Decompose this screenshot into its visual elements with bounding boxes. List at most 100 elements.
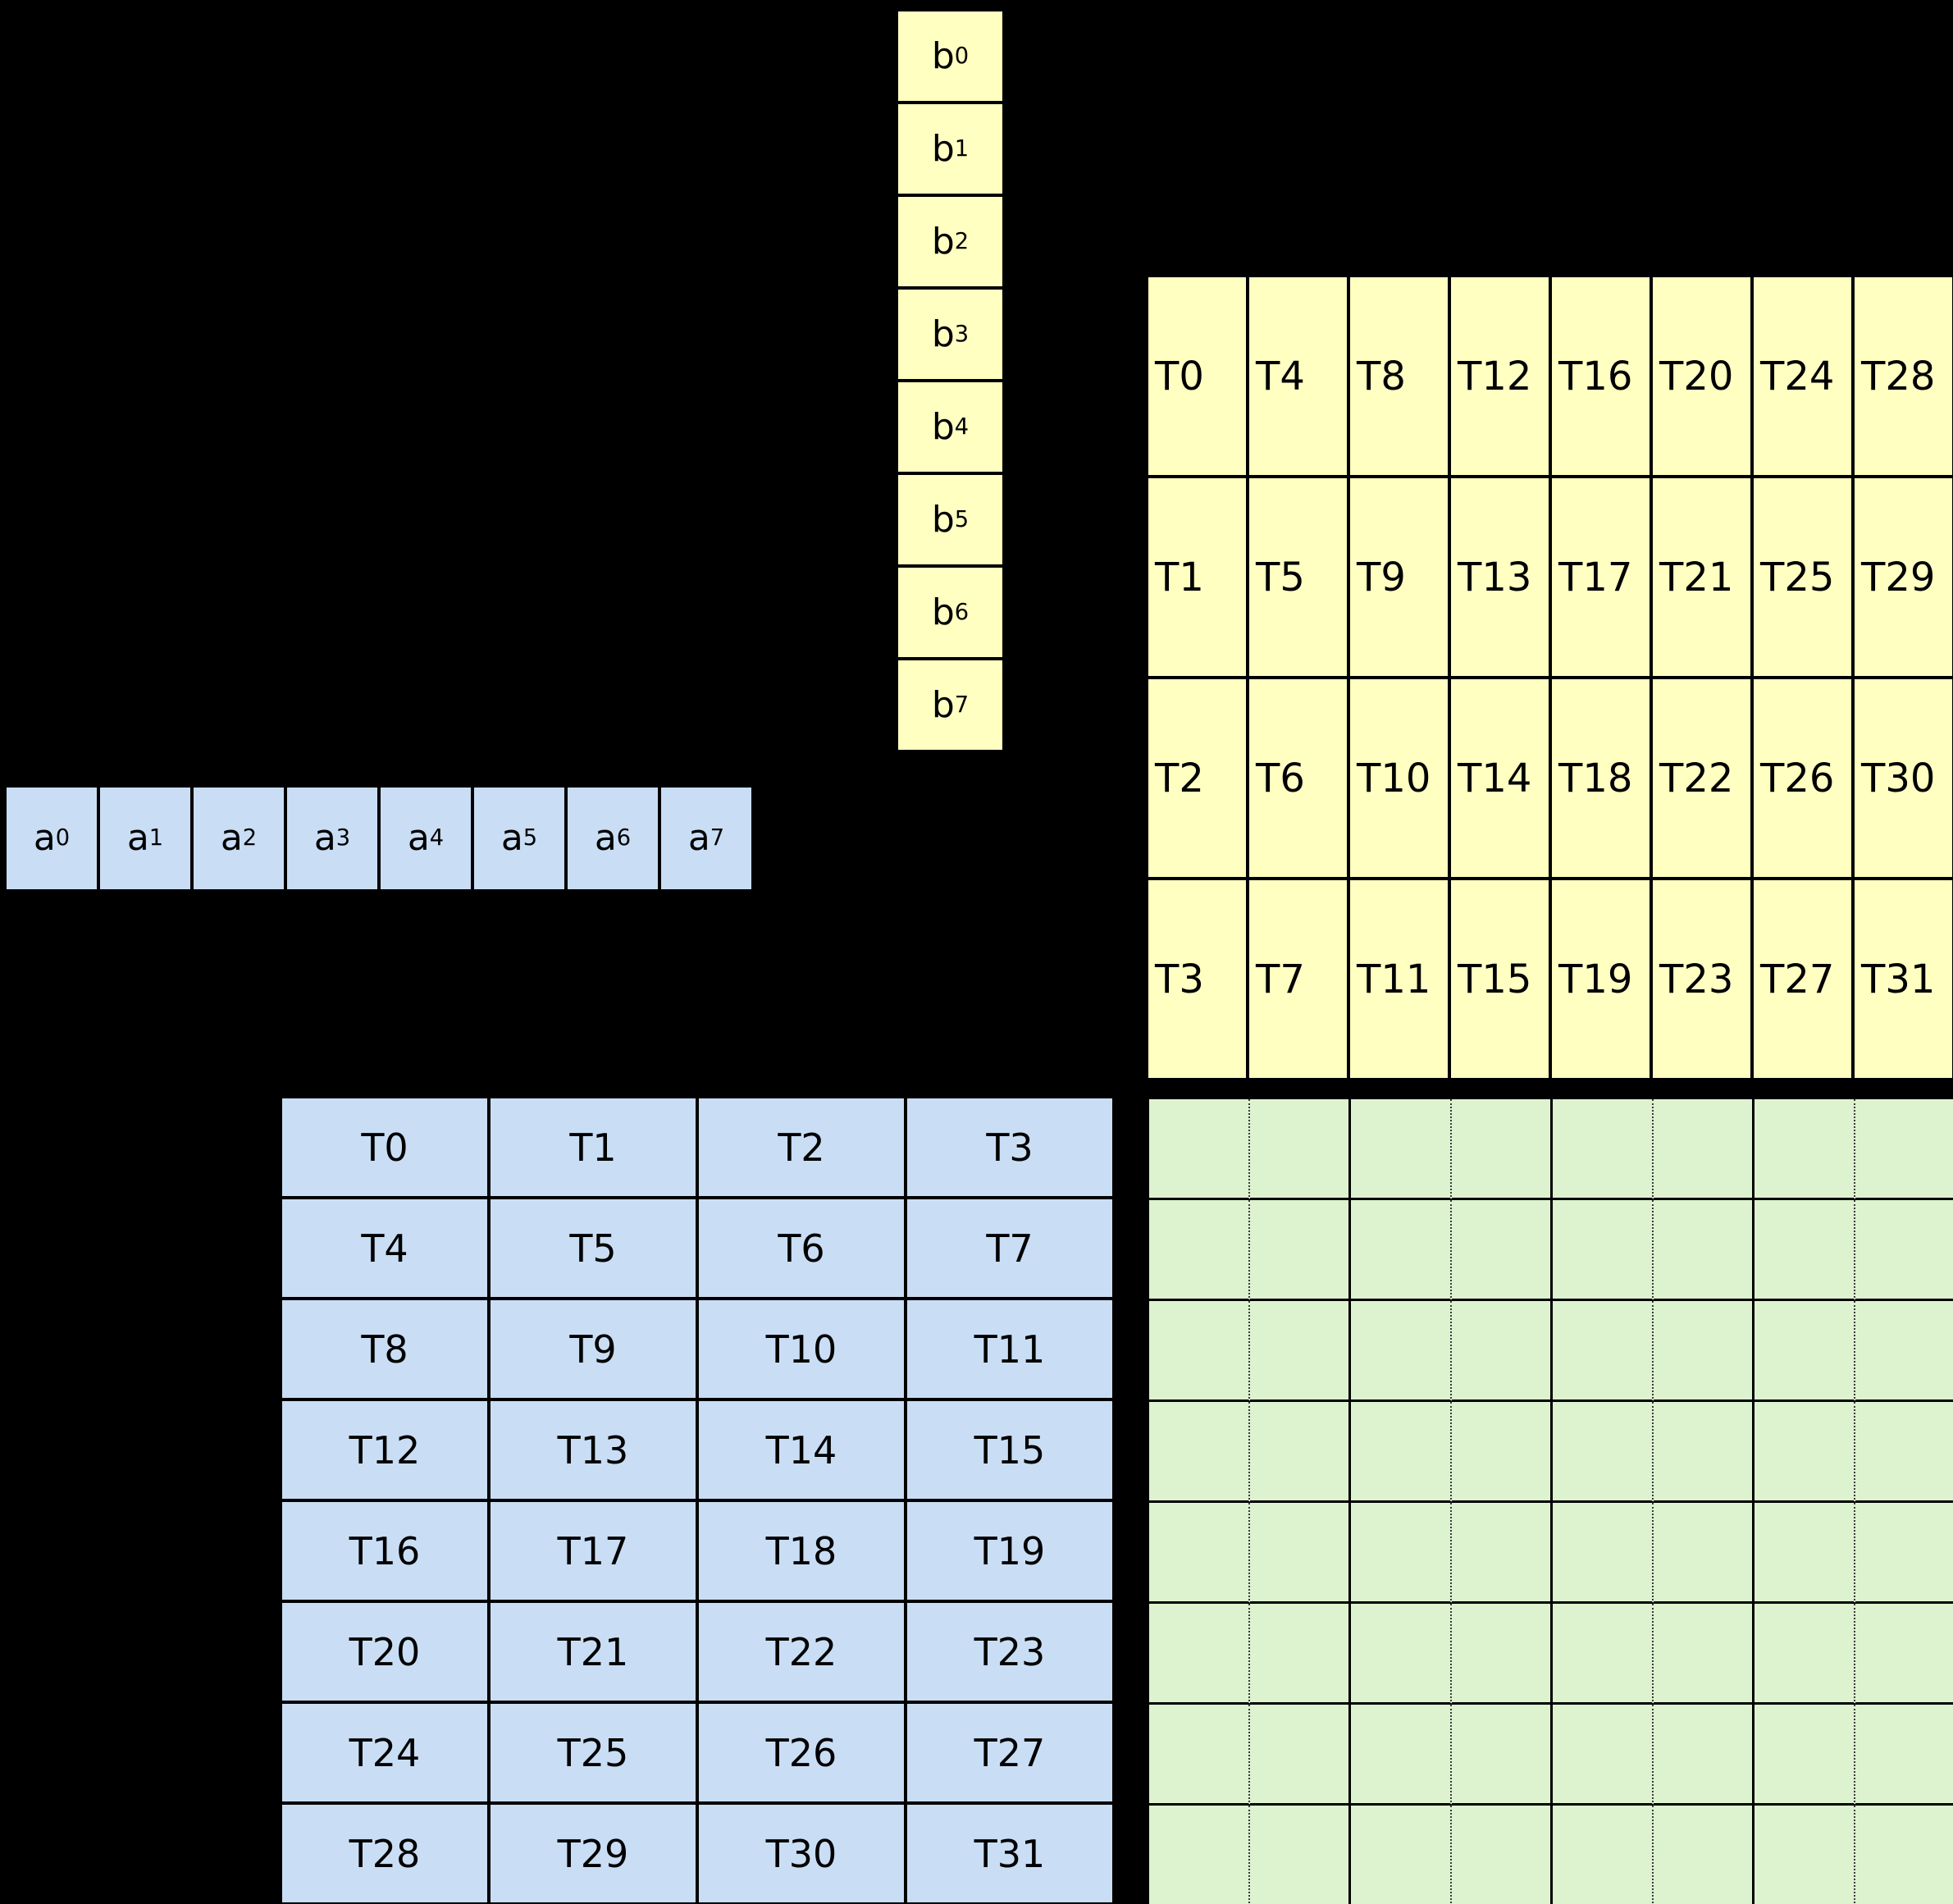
- thread-cell: T10: [1348, 678, 1449, 879]
- thread-cell: T8: [1348, 276, 1449, 477]
- thread-cell: T12: [1449, 276, 1550, 477]
- thread-cell: T1: [489, 1097, 697, 1198]
- result-cell: [1250, 1604, 1351, 1705]
- vector-label-base: b: [931, 220, 955, 263]
- thread-cell: T3: [1147, 879, 1248, 1080]
- result-cell: [1452, 1099, 1553, 1200]
- thread-cell: T7: [1248, 879, 1348, 1080]
- thread-cell: T22: [1651, 678, 1752, 879]
- result-cell: [1654, 1604, 1755, 1705]
- result-cell: [1452, 1301, 1553, 1402]
- vector-label-base: b: [931, 405, 955, 448]
- thread-cell: T7: [906, 1198, 1114, 1299]
- thread-cell: T20: [1651, 276, 1752, 477]
- result-cell: [1855, 1503, 1953, 1604]
- result-cell: [1250, 1099, 1351, 1200]
- result-cell: [1755, 1402, 1855, 1503]
- vector-label-subscript: 3: [954, 321, 970, 347]
- result-cell: [1755, 1099, 1855, 1200]
- thread-cell: T0: [281, 1097, 489, 1198]
- thread-cell: T26: [1752, 678, 1853, 879]
- thread-cell: T9: [489, 1299, 697, 1399]
- thread-cell: T17: [489, 1500, 697, 1601]
- vector-label-base: b: [931, 591, 955, 633]
- vector-label-base: b: [931, 498, 955, 541]
- vector-label-subscript: 7: [954, 692, 970, 718]
- thread-cell: T3: [906, 1097, 1114, 1198]
- result-cell: [1855, 1705, 1953, 1806]
- result-cell: [1755, 1503, 1855, 1604]
- thread-cell: T25: [1752, 477, 1853, 678]
- thread-cell: T27: [906, 1702, 1114, 1803]
- thread-cell: T19: [1550, 879, 1651, 1080]
- result-cell: [1149, 1806, 1250, 1904]
- result-cell: [1250, 1402, 1351, 1503]
- result-cell: [1553, 1099, 1654, 1200]
- result-cell: [1553, 1503, 1654, 1604]
- result-cell: [1855, 1099, 1953, 1200]
- result-cell: [1755, 1301, 1855, 1402]
- result-cell: [1553, 1705, 1654, 1806]
- thread-cell: T31: [906, 1803, 1114, 1904]
- thread-cell: T0: [1147, 276, 1248, 477]
- vector-label-base: a: [500, 817, 523, 859]
- thread-cell: T31: [1853, 879, 1953, 1080]
- vector-label-subscript: 0: [954, 43, 970, 69]
- result-cell: [1351, 1604, 1452, 1705]
- thread-cell: T24: [281, 1702, 489, 1803]
- vector-label-base: a: [687, 817, 710, 859]
- thread-cell: T6: [1248, 678, 1348, 879]
- thread-cell: T4: [1248, 276, 1348, 477]
- result-cell: [1250, 1503, 1351, 1604]
- thread-cell: T2: [1147, 678, 1248, 879]
- result-cell: [1755, 1705, 1855, 1806]
- result-cell: [1149, 1200, 1250, 1301]
- result-cell: [1250, 1806, 1351, 1904]
- vector-label-subscript: 4: [429, 825, 445, 852]
- result-cell: [1351, 1402, 1452, 1503]
- result-cell: [1351, 1503, 1452, 1604]
- result-cell: [1351, 1301, 1452, 1402]
- result-cell: [1855, 1806, 1953, 1904]
- result-cell: [1149, 1402, 1250, 1503]
- thread-cell: T11: [906, 1299, 1114, 1399]
- vector-label-base: b: [931, 34, 955, 77]
- vector-label-subscript: 6: [954, 599, 970, 625]
- vector-label-base: a: [407, 817, 430, 859]
- result-cell: [1654, 1099, 1755, 1200]
- vector-label-subscript: 0: [55, 825, 71, 852]
- thread-cell: T5: [1248, 477, 1348, 678]
- thread-cell: T29: [489, 1803, 697, 1904]
- thread-cell: T25: [489, 1702, 697, 1803]
- thread-cell: T1: [1147, 477, 1248, 678]
- thread-cell: T15: [1449, 879, 1550, 1080]
- result-cell: [1855, 1402, 1953, 1503]
- vector-label-base: a: [126, 817, 149, 859]
- thread-cell: T17: [1550, 477, 1651, 678]
- result-cell: [1452, 1705, 1553, 1806]
- thread-cell: T8: [281, 1299, 489, 1399]
- vector-label-subscript: 6: [616, 825, 632, 852]
- result-cell: [1855, 1604, 1953, 1705]
- vector-label-subscript: 4: [954, 413, 970, 440]
- thread-cell: T19: [906, 1500, 1114, 1601]
- result-cell: [1553, 1604, 1654, 1705]
- result-cell: [1149, 1503, 1250, 1604]
- thread-cell: T21: [1651, 477, 1752, 678]
- result-cell: [1149, 1099, 1250, 1200]
- vector-label-base: a: [220, 817, 243, 859]
- thread-cell: T26: [697, 1702, 906, 1803]
